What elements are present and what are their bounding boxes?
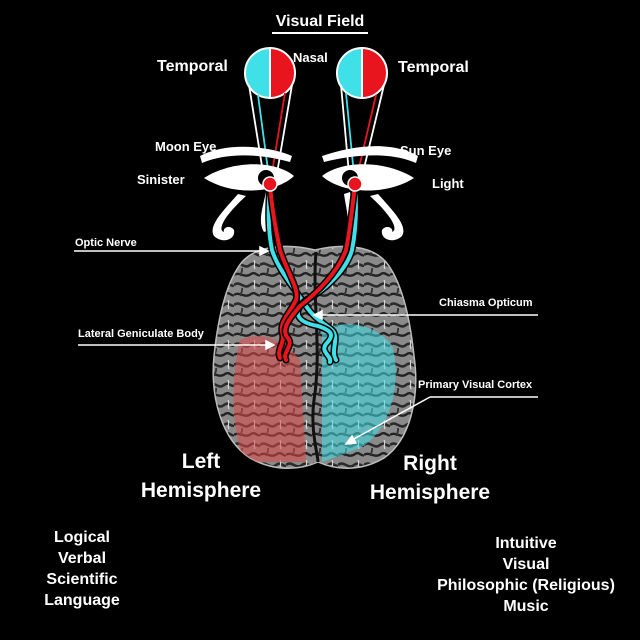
temporal-left-label: Temporal [157, 58, 228, 75]
title-text: Visual Field [271, 13, 369, 34]
right-hemisphere-line1: Right [403, 452, 457, 475]
right-hemisphere-traits: Intuitive Visual Philosophic (Religious)… [420, 533, 632, 617]
right-hemisphere-label: Right Hemisphere [340, 449, 520, 507]
left-trait-item: Scientific [46, 571, 118, 588]
right-trait-item: Visual [502, 556, 550, 573]
right-trait-item: Philosophic (Religious) [437, 577, 615, 594]
left-eyeball [244, 47, 296, 99]
brain [212, 245, 417, 469]
right-hemisphere-line2: Hemisphere [369, 481, 491, 504]
right-trait-item: Music [503, 598, 549, 615]
chiasma-opticum-label: Chiasma Opticum [439, 297, 533, 309]
light-label: Light [432, 176, 464, 191]
left-visual-cortex-region [233, 336, 306, 462]
optic-pathways [262, 176, 363, 366]
pointer-lines [74, 245, 538, 445]
left-trait-item: Verbal [57, 550, 107, 567]
moon-eye-label: Moon Eye [155, 139, 217, 154]
lateral-geniculate-body-label: Lateral Geniculate Body [78, 328, 204, 340]
left-trait-item: Language [44, 592, 120, 609]
left-hemisphere-traits: Logical Verbal Scientific Language [22, 527, 142, 611]
visual-field-title: Visual Field [0, 13, 640, 34]
primary-visual-cortex-label: Primary Visual Cortex [418, 379, 533, 391]
sinister-label: Sinister [137, 172, 185, 187]
left-hemisphere-label: Left Hemisphere [111, 447, 291, 505]
right-eyeball [336, 47, 388, 99]
sun-eye-symbol [322, 146, 418, 241]
optic-nerve-label: Optic Nerve [75, 237, 137, 249]
nasal-label: Nasal [293, 50, 328, 65]
right-visual-cortex-region [322, 324, 396, 462]
temporal-right-label: Temporal [398, 59, 469, 76]
left-hemisphere-line1: Left [181, 450, 221, 473]
left-hemisphere-line2: Hemisphere [140, 479, 262, 502]
left-trait-item: Logical [53, 529, 110, 546]
longitudinal-fissure [311, 251, 320, 463]
sun-eye-label: Sun Eye [400, 143, 452, 158]
right-trait-item: Intuitive [495, 535, 557, 552]
